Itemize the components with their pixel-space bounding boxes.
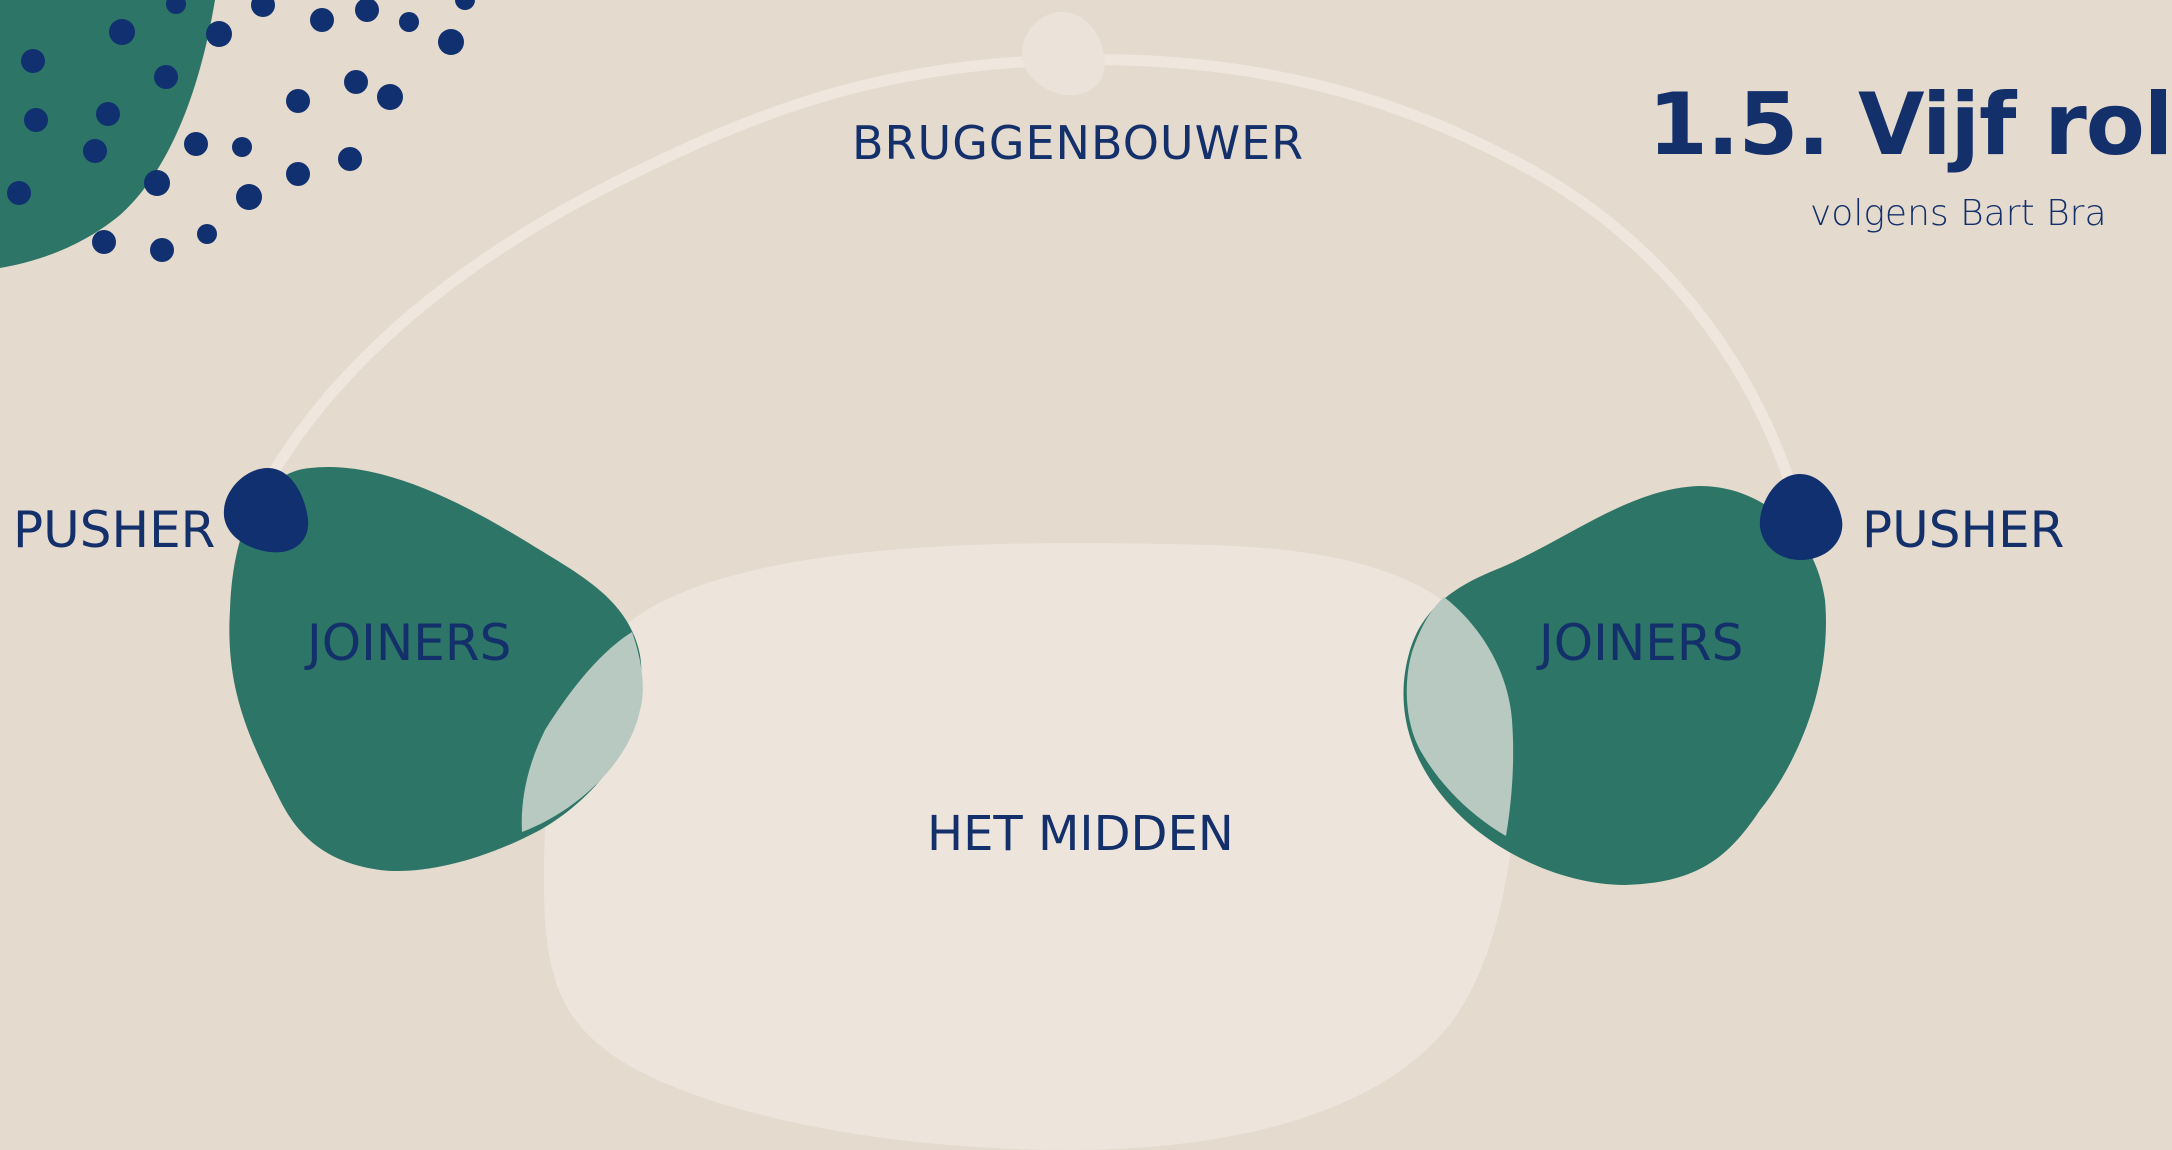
joiners-right-label: JOINERS	[1539, 614, 1744, 672]
pusher-right-blob	[1759, 474, 1843, 560]
bridge-builder-label: BRUGGENBOUWER	[852, 116, 1305, 170]
corner-green-blob	[0, 0, 215, 268]
pusher-left-blob	[223, 468, 309, 553]
slide-subtitle: volgens Bart Bra	[1810, 193, 2107, 234]
pusher-right-label: PUSHER	[1862, 501, 2065, 559]
decorative-dots	[7, 0, 475, 262]
joiners-right-overlap	[1406, 597, 1514, 836]
bridge-top-knob	[1022, 12, 1105, 95]
joiners-left-label: JOINERS	[307, 614, 512, 672]
middle-blob	[541, 543, 1516, 1150]
joiners-left-overlap	[521, 632, 643, 832]
middle-label: HET MIDDEN	[927, 806, 1234, 862]
diagram-artwork	[0, 0, 1843, 1150]
pusher-left-label: PUSHER	[13, 501, 216, 559]
slide-title: 1.5. Vijf rol	[1648, 75, 2172, 175]
